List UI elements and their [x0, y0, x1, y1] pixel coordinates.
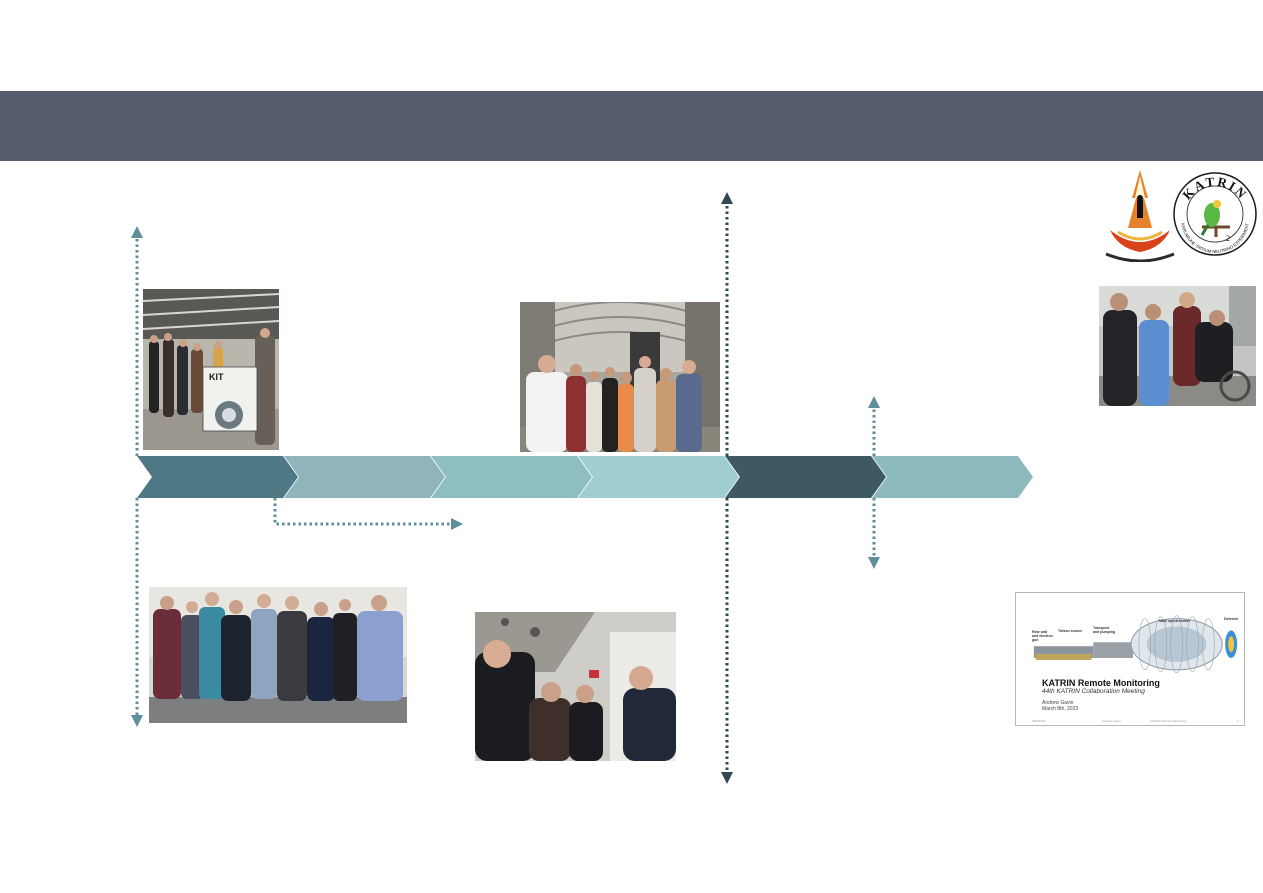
slide-footer-mid: Andrew Gavin	[1102, 719, 1121, 723]
photo-lab-group	[520, 302, 720, 452]
timeline-stage-1	[137, 456, 298, 498]
photo-facility-visit	[475, 612, 676, 761]
university-seal-icon	[1105, 170, 1175, 262]
slide-label-transport: Transport and pumping	[1093, 626, 1115, 634]
slide-author: Andrew Gavin	[1042, 700, 1074, 706]
katrin-slide-thumbnail	[1015, 592, 1245, 726]
slide-footer-left: 08/3/2023	[1032, 719, 1046, 723]
slide-label-detector: Detector	[1224, 617, 1239, 621]
svg-text:2: 2	[1226, 234, 1230, 243]
timeline-stage-6	[872, 456, 1033, 498]
slide-footer-right: KATRIN Remote Monitoring	[1150, 719, 1187, 723]
slide-label-main-spectrometer: Main spectrometer	[1159, 619, 1191, 623]
photo-lab-equipment	[1099, 286, 1256, 406]
timeline-stage-2	[284, 456, 445, 498]
katrin-logo-icon: KATRIN KARLSRUHE TRITIUM NEUTRINO EXPERI…	[1173, 172, 1257, 256]
slide-title: KATRIN Remote Monitoring	[1042, 678, 1160, 688]
slide-subtitle: 44th KATRIN Collaboration Meeting	[1042, 688, 1145, 695]
timeline-stage-5	[725, 456, 886, 498]
connector-right-stage2	[273, 498, 463, 530]
slide-page-number: 1	[1237, 719, 1239, 723]
timeline-stage-3	[431, 456, 592, 498]
timeline-stage-4	[578, 456, 739, 498]
slide-label-rear-wall: Rear wall and electron gun	[1032, 630, 1053, 642]
slide-date: March 8th, 2023	[1042, 706, 1079, 712]
photo-kit-visit	[143, 289, 279, 450]
photo-meeting-group	[149, 587, 407, 723]
slide-label-tritium: Tritium source	[1058, 629, 1083, 633]
kit-sign-text: KIT	[209, 372, 224, 382]
header-band	[0, 91, 1263, 161]
